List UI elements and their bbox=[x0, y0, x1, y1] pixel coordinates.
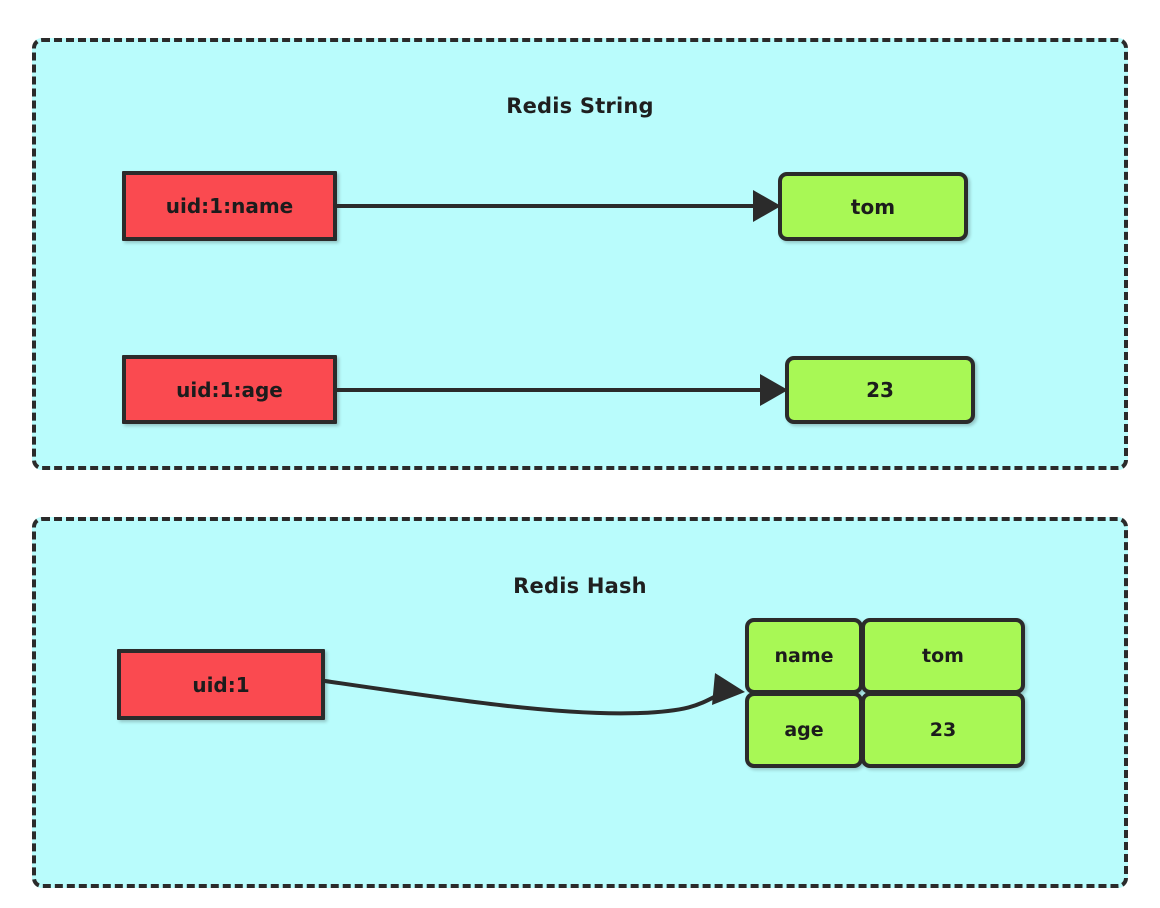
hash-field-name: name bbox=[745, 618, 863, 694]
value-box-23: 23 bbox=[785, 356, 975, 424]
key-box-uid-1-name: uid:1:name bbox=[122, 171, 337, 241]
panel-title-redis-hash: Redis Hash bbox=[513, 574, 647, 598]
hash-field-age: age bbox=[745, 692, 863, 768]
key-box-uid-1: uid:1 bbox=[117, 649, 325, 720]
hash-value-23: 23 bbox=[861, 692, 1025, 768]
hash-value-tom: tom bbox=[861, 618, 1025, 694]
panel-title-redis-string: Redis String bbox=[506, 94, 654, 118]
value-box-tom: tom bbox=[778, 172, 968, 241]
key-box-uid-1-age: uid:1:age bbox=[122, 355, 337, 424]
